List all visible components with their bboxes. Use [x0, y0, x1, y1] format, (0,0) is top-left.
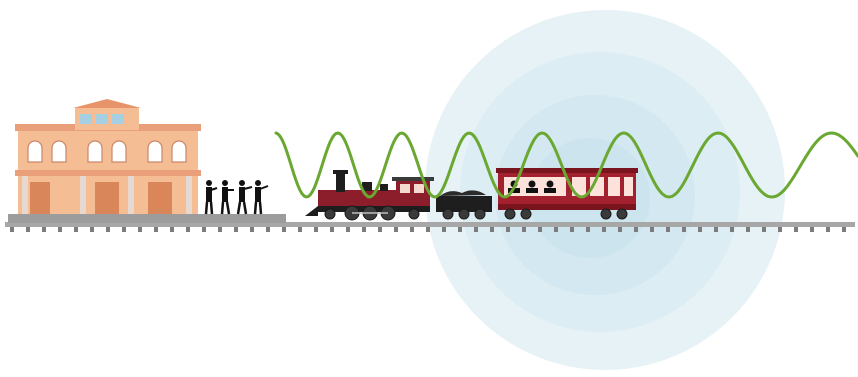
railroad-tie: [394, 227, 398, 232]
trumpet-players: [206, 180, 268, 214]
railroad-tie: [650, 227, 654, 232]
railroad-tie: [778, 227, 782, 232]
railroad-tie: [106, 227, 110, 232]
railroad-tie: [506, 227, 510, 232]
railroad-tie: [266, 227, 270, 232]
train-station: [15, 99, 201, 214]
railroad-tie: [730, 227, 734, 232]
railroad-tie: [666, 227, 670, 232]
railroad-tie: [202, 227, 206, 232]
railroad-tie: [42, 227, 46, 232]
railroad-tie: [474, 227, 478, 232]
railroad-tie: [602, 227, 606, 232]
railroad-tie: [330, 227, 334, 232]
railroad-tie: [362, 227, 366, 232]
railroad-tie: [154, 227, 158, 232]
railroad-tie: [490, 227, 494, 232]
railroad-tie: [538, 227, 542, 232]
railroad-tie: [74, 227, 78, 232]
railroad-tie: [314, 227, 318, 232]
railroad-tie: [410, 227, 414, 232]
railroad-tie: [714, 227, 718, 232]
steam-locomotive: [305, 170, 434, 220]
railroad-tie: [794, 227, 798, 232]
railroad-tie: [282, 227, 286, 232]
railroad-tie: [826, 227, 830, 232]
railroad-tie: [618, 227, 622, 232]
railroad-tie: [218, 227, 222, 232]
railroad-tie: [570, 227, 574, 232]
railroad-tie: [586, 227, 590, 232]
railroad-tie: [842, 227, 846, 232]
railroad-tie: [186, 227, 190, 232]
railroad-tie: [442, 227, 446, 232]
station-platform: [8, 214, 286, 223]
railroad-tie: [26, 227, 30, 232]
railroad-tie: [762, 227, 766, 232]
railroad-tie: [234, 227, 238, 232]
railroad-tie: [458, 227, 462, 232]
railroad-tie: [522, 227, 526, 232]
railroad-tie: [170, 227, 174, 232]
railroad-tie: [90, 227, 94, 232]
railroad-tie: [250, 227, 254, 232]
coal-tender: [436, 190, 492, 219]
railroad-tie: [810, 227, 814, 232]
railroad-tie: [634, 227, 638, 232]
railroad-tie: [58, 227, 62, 232]
railroad-tie: [378, 227, 382, 232]
railroad-tie: [746, 227, 750, 232]
railroad-tie: [122, 227, 126, 232]
railroad-tie: [298, 227, 302, 232]
railroad-tie: [138, 227, 142, 232]
railroad-tie: [10, 227, 14, 232]
railroad-tie: [554, 227, 558, 232]
railroad-tie: [698, 227, 702, 232]
railroad-tie: [682, 227, 686, 232]
railroad-tie: [346, 227, 350, 232]
railroad-tie: [426, 227, 430, 232]
